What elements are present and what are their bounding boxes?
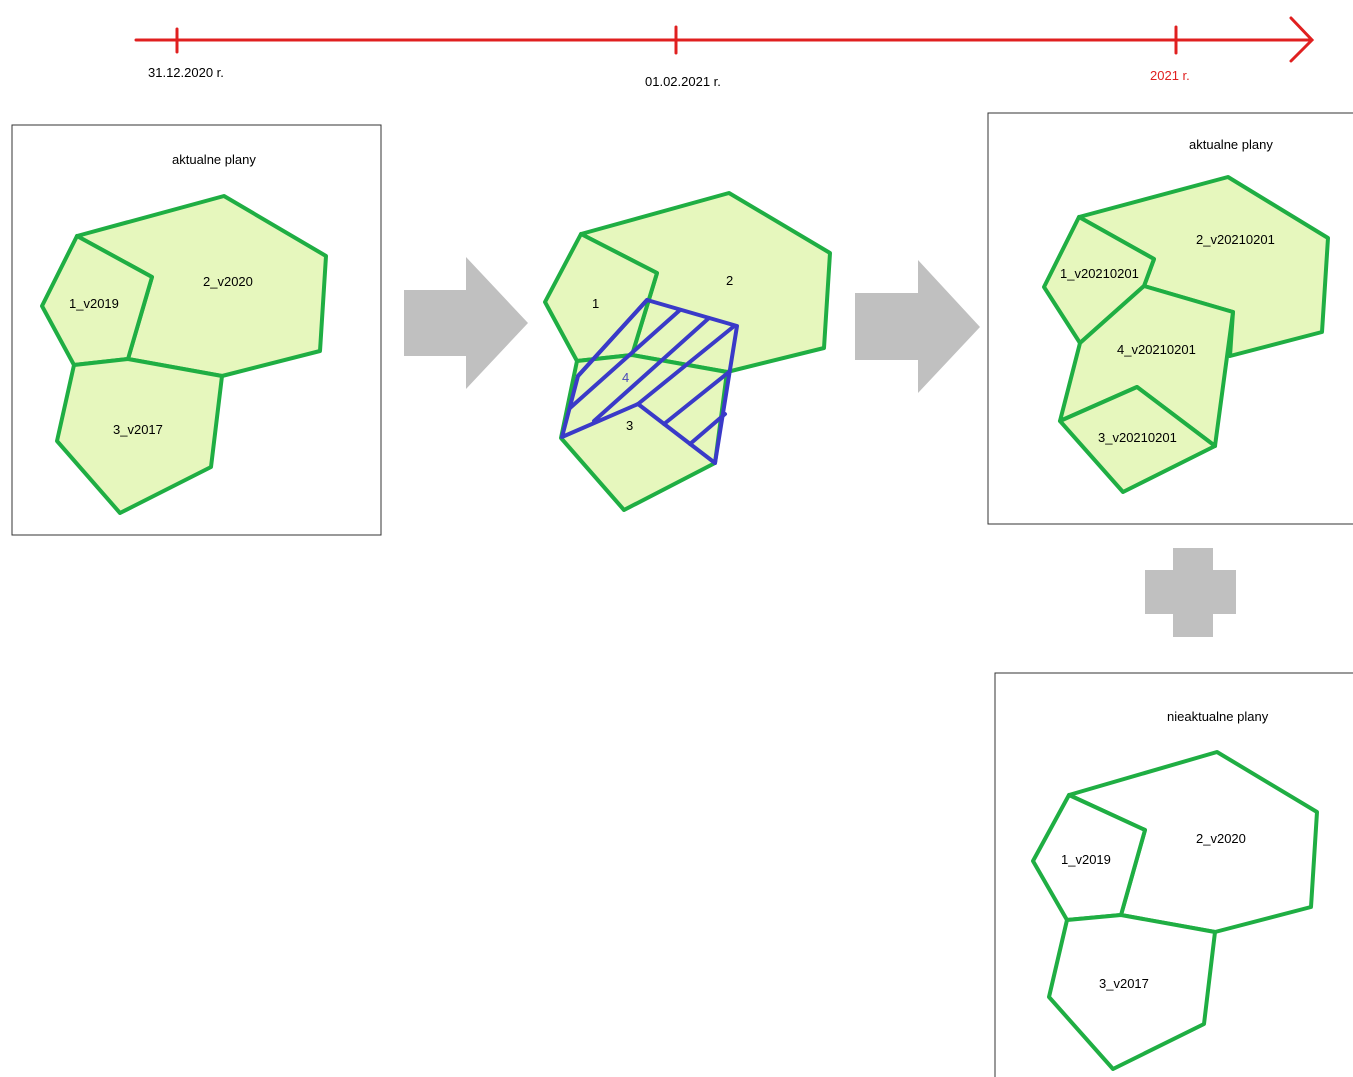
panel-before: aktualne plany 1_v2019 2_v2020 3_v2017: [11, 124, 382, 536]
parcel-label-2-after: 2_v20210201: [1196, 232, 1275, 247]
timeline-label-1: 31.12.2020 r.: [148, 65, 224, 80]
hatch-line: [576, 298, 649, 378]
timeline-label-2: 01.02.2021 r.: [645, 74, 721, 89]
hatch-line: [568, 308, 682, 410]
panel-after-current: aktualne plany 1_v20210201 2_v20210201 4…: [987, 112, 1353, 525]
plus-icon: [1145, 548, 1236, 637]
hatch-line: [688, 412, 727, 446]
parcel-label-3-process: 3: [626, 418, 633, 433]
parcel-label-4-after: 4_v20210201: [1117, 342, 1196, 357]
parcel-label-2-before: 2_v2020: [203, 274, 253, 289]
parcel-label-3-before: 3_v2017: [113, 422, 163, 437]
right-arrow-icon: [855, 260, 980, 393]
panel-after-current-title: aktualne plany: [1189, 137, 1273, 152]
parcel-label-1-after: 1_v20210201: [1060, 266, 1139, 281]
panel-before-title: aktualne plany: [172, 152, 256, 167]
parcel-label-1-process: 1: [592, 296, 599, 311]
panel-process: 1 2 3 4: [543, 191, 832, 512]
parcel-label-1-archive: 1_v2019: [1061, 852, 1111, 867]
panel-after-archive: nieaktualne plany 1_v2019 2_v2020 3_v201…: [994, 672, 1353, 1077]
parcel-label-2-archive: 2_v2020: [1196, 831, 1246, 846]
timeline: 31.12.2020 r. 01.02.2021 r. 2021 r.: [134, 16, 1315, 89]
parcel-label-2-process: 2: [726, 273, 733, 288]
timeline-arrowhead-icon: [1289, 16, 1315, 63]
timeline-label-3: 2021 r.: [1150, 68, 1190, 83]
new-plan-4-label: 4: [622, 370, 629, 385]
parcel-3-archive: [1047, 913, 1217, 1071]
parcel-label-3-archive: 3_v2017: [1099, 976, 1149, 991]
hatch-line: [636, 325, 735, 406]
hatch-line: [662, 370, 731, 426]
parcel-label-3-after: 3_v20210201: [1098, 430, 1177, 445]
parcel-label-1-before: 1_v2019: [69, 296, 119, 311]
parcel-3-after: [1058, 385, 1217, 494]
hatch-line: [592, 316, 711, 423]
parcel-3-before: [55, 357, 224, 515]
right-arrow-icon: [404, 257, 528, 389]
panel-after-archive-title: nieaktualne plany: [1167, 709, 1269, 724]
